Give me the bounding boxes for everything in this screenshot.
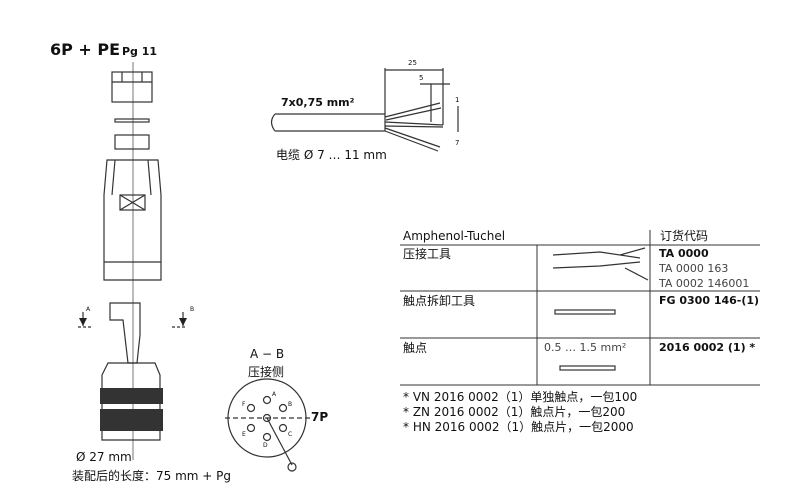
pinout-view-title: A − B	[250, 347, 285, 361]
wire-label-1: 1	[455, 96, 460, 104]
table-header-order-code: 订货代码	[660, 229, 709, 243]
pin-a: A	[272, 391, 277, 398]
grip-ring-2	[100, 409, 163, 431]
order-code: TA 0000 163	[659, 262, 729, 275]
connector-exploded-drawing	[78, 62, 187, 460]
row-name: 触点	[403, 341, 428, 355]
row-name: 压接工具	[403, 247, 452, 261]
section-a-label: A	[86, 306, 91, 313]
wire-label-7: 7	[455, 139, 460, 147]
diameter-label: Ø 27 mm	[76, 450, 132, 464]
order-code: TA 0002 146001	[659, 277, 750, 290]
wire-range-spec: 0.5 … 1.5 mm²	[544, 341, 627, 354]
order-code: 2016 0002 (1) *	[659, 341, 756, 354]
extraction-tool-image	[554, 309, 616, 315]
contact-insert-arm	[109, 302, 141, 364]
housing	[103, 159, 162, 281]
contact-image	[559, 365, 616, 371]
row-name: 触点拆卸工具	[403, 294, 476, 308]
crimp-tool-image	[552, 247, 649, 281]
seal	[114, 134, 150, 150]
cable-drawing	[270, 68, 459, 152]
gland-size: Pg 11	[122, 45, 158, 58]
cable-caption: 电缆 Ø 7 … 11 mm	[276, 148, 387, 162]
order-code: TA 0000	[659, 247, 709, 260]
table-header-manufacturer: Amphenol-Tuchel	[403, 229, 506, 243]
connector-body	[101, 362, 161, 441]
pinout-diagram	[225, 378, 312, 472]
assembled-length: 装配后的长度：75 mm + Pg	[72, 469, 232, 483]
footnote: * ZN 2016 0002（1）触点片，一包200	[403, 405, 626, 419]
footnote: * VN 2016 0002（1）单独触点，一包100	[403, 390, 638, 404]
dimension-5: 5	[419, 74, 424, 82]
pinout-view-subtitle: 压接侧	[248, 365, 285, 379]
pin-d: D	[263, 442, 268, 449]
grip-ring-1	[100, 388, 163, 404]
pin-e: E	[242, 431, 246, 438]
washer	[114, 118, 150, 123]
config-title: 6P + PE	[50, 40, 121, 59]
order-code: FG 0300 146-(1)	[659, 294, 760, 307]
pin-c: C	[288, 431, 293, 438]
table-grid	[400, 230, 760, 386]
cable-spec: 7x0,75 mm²	[281, 96, 355, 109]
pin-b: B	[288, 401, 293, 408]
pin-count: 7P	[311, 410, 329, 424]
section-b-label: B	[190, 306, 195, 313]
dimension-25: 25	[408, 59, 417, 67]
gland-nut	[111, 71, 153, 103]
pin-f: F	[242, 401, 246, 408]
footnote: * HN 2016 0002（1）触点片，一包2000	[403, 420, 634, 434]
